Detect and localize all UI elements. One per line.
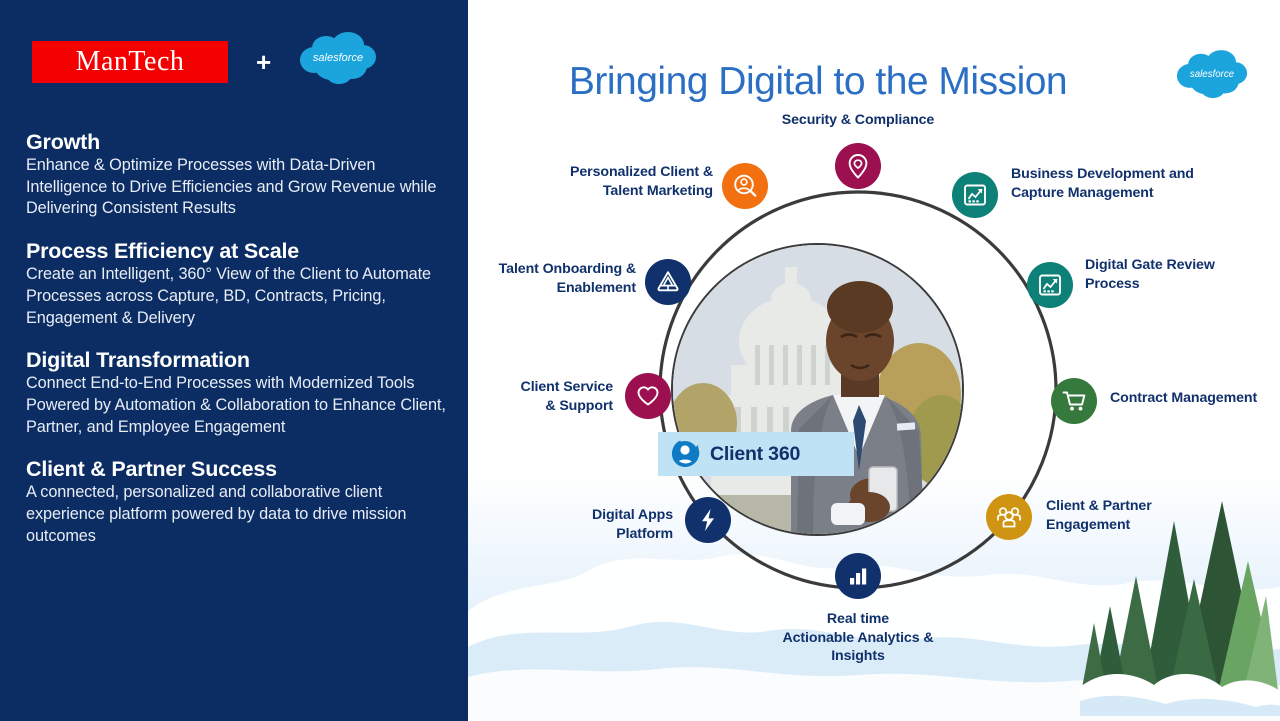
mantech-logo: ManTech — [32, 40, 228, 83]
brand-logo-row: ManTech + salesforce — [32, 32, 377, 91]
node-personalized-client-talent-marketing[interactable] — [722, 163, 768, 209]
section-body: Connect End-to-End Processes with Modern… — [26, 374, 446, 436]
shopping-cart-icon — [1062, 391, 1086, 411]
chart-growth-icon — [964, 184, 986, 206]
salesforce-wordmark: salesforce — [313, 52, 363, 64]
label-client-partner-engagement: Client & Partner Engagement — [1046, 498, 1152, 533]
section-heading: Client & Partner Success — [26, 457, 277, 482]
node-real-time-actionable-analytics-insights[interactable] — [835, 553, 881, 599]
node-contract-management[interactable] — [1051, 378, 1097, 424]
bar-chart-icon — [850, 568, 867, 585]
client-360-badge: Client 360 — [658, 432, 854, 476]
section-growth: Growth Enhance & Optimize Processes with… — [26, 130, 446, 220]
page-title: Bringing Digital to the Mission — [568, 60, 1068, 104]
label-real-time-actionable-analytics-insights: Real time Actionable Analytics & Insight… — [782, 611, 934, 665]
user-search-icon — [734, 174, 757, 197]
node-business-development-capture-management[interactable] — [952, 172, 998, 218]
node-client-partner-engagement[interactable] — [986, 494, 1032, 540]
mantech-logo-text: ManTech — [75, 45, 185, 77]
node-security-compliance[interactable] — [835, 143, 881, 189]
label-client-service-support: Client Service & Support — [520, 379, 614, 414]
left-panel: ManTech + salesforce — [0, 0, 468, 721]
label-contract-management: Contract Management — [1110, 390, 1258, 406]
salesforce-cloud-icon: salesforce — [300, 32, 377, 84]
section-body: Enhance & Optimize Processes with Data-D… — [26, 156, 437, 218]
node-client-service-support[interactable] — [625, 373, 671, 419]
salesforce-wordmark: salesforce — [1190, 69, 1235, 80]
badge-shield-icon — [657, 271, 679, 292]
chart-growth-icon — [1039, 274, 1061, 296]
capitol-and-businessman-illustration — [673, 245, 962, 534]
shield-location-pin-icon — [848, 154, 868, 179]
value-proposition-sections: Growth Enhance & Optimize Processes with… — [26, 130, 446, 566]
node-digital-apps-platform[interactable] — [685, 497, 731, 543]
node-talent-onboarding-enablement[interactable] — [645, 259, 691, 305]
people-group-icon — [997, 507, 1021, 528]
client-360-label: Client 360 — [710, 442, 801, 465]
label-digital-apps-platform: Digital Apps Platform — [591, 507, 673, 542]
plus-symbol: + — [256, 46, 272, 77]
label-business-development-capture-management: Business Development and Capture Managem… — [1011, 166, 1194, 201]
node-digital-gate-review-process[interactable] — [1027, 262, 1073, 308]
salesforce-cloud-icon: salesforce — [1176, 50, 1248, 99]
label-security-compliance: Security & Compliance — [781, 112, 935, 128]
section-process-efficiency-at-scale: Process Efficiency at Scale Create an In… — [26, 239, 446, 329]
label-talent-onboarding-enablement: Talent Onboarding & Enablement — [498, 261, 636, 296]
section-digital-transformation: Digital Transformation Connect End-to-En… — [26, 348, 446, 438]
label-digital-gate-review-process: Digital Gate Review Process — [1085, 257, 1215, 292]
cloud-decoration — [468, 554, 1280, 721]
section-heading: Growth — [26, 130, 101, 154]
section-body: A connected, personalized and collaborat… — [26, 483, 407, 545]
lightning-bolt-icon — [702, 509, 714, 531]
section-body: Create an Intelligent, 360° View of the … — [26, 265, 431, 327]
right-panel: Bringing Digital to the Mission salesfor… — [468, 0, 1280, 721]
section-client-partner-success: Client & Partner Success A connected, pe… — [26, 457, 446, 547]
label-personalized-client-talent-marketing: Personalized Client & Talent Marketing — [570, 164, 713, 199]
section-heading: Process Efficiency at Scale — [26, 239, 300, 264]
salesforce-logo-top-right: salesforce — [1176, 50, 1248, 105]
salesforce-logo: salesforce — [299, 32, 377, 91]
trees-icon — [1080, 501, 1280, 716]
heart-icon — [637, 386, 659, 406]
center-photo — [671, 243, 964, 536]
pine-trees-decoration — [1080, 501, 1280, 721]
client-360-person-icon — [672, 440, 700, 467]
section-heading: Digital Transformation — [26, 348, 250, 373]
